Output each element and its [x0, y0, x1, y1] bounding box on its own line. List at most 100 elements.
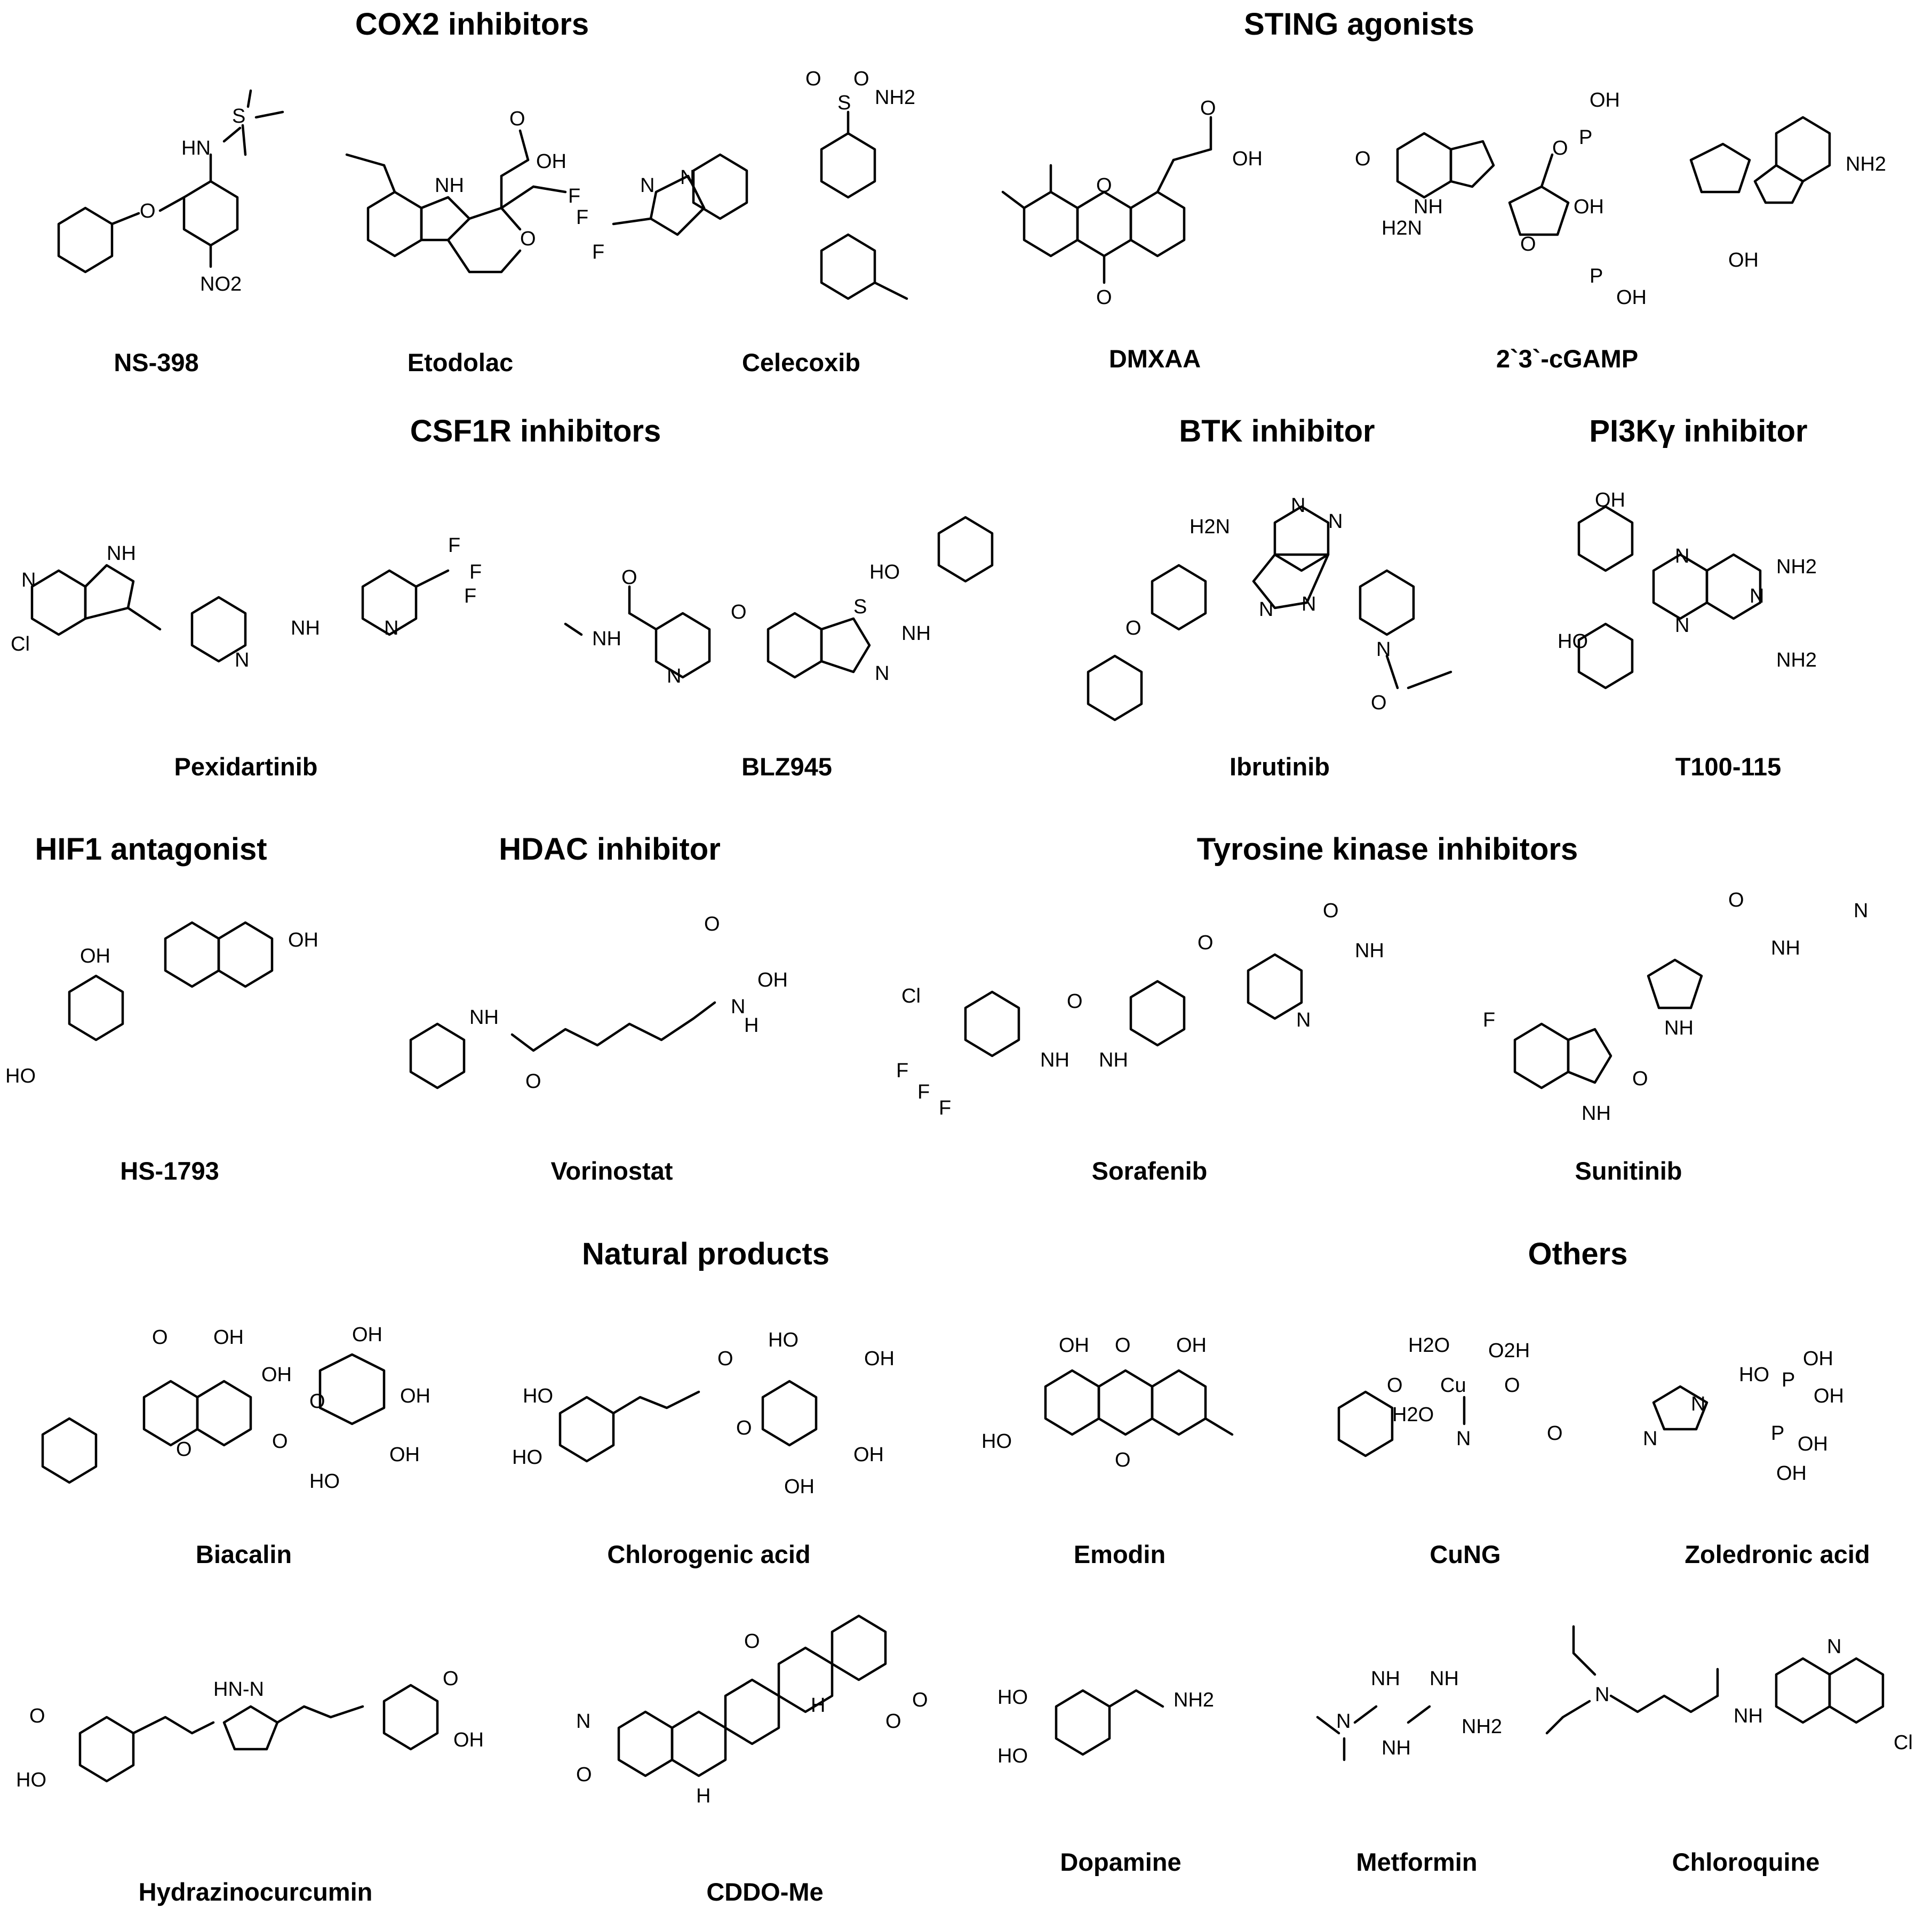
- label-hs1793: HS-1793: [120, 1157, 219, 1185]
- svg-text:O: O: [140, 200, 156, 222]
- svg-text:O: O: [1197, 932, 1214, 954]
- label-pexidartinib: Pexidartinib: [174, 752, 318, 781]
- svg-text:H2N: H2N: [1382, 217, 1422, 239]
- svg-text:P: P: [1771, 1422, 1784, 1445]
- svg-text:O: O: [1728, 889, 1744, 911]
- svg-text:N: N: [1259, 598, 1273, 621]
- label-dopamine: Dopamine: [1060, 1848, 1181, 1876]
- svg-text:NH: NH: [901, 622, 931, 645]
- svg-text:N: N: [1750, 585, 1764, 607]
- svg-text:O: O: [525, 1070, 541, 1093]
- svg-text:F: F: [1483, 1009, 1495, 1031]
- svg-text:P: P: [1782, 1369, 1795, 1391]
- structure-etodolac: NH O OH O: [345, 108, 567, 274]
- svg-text:H: H: [696, 1785, 710, 1807]
- structure-cddo: N O O H H O O: [576, 1614, 928, 1807]
- svg-text:OH: OH: [261, 1364, 292, 1386]
- label-cung: CuNG: [1430, 1540, 1501, 1568]
- structure-biacalin: O O OH OH O O OH OH OH HO: [41, 1324, 430, 1493]
- svg-text:P: P: [1590, 265, 1603, 287]
- svg-text:N: N: [1827, 1636, 1841, 1658]
- svg-text:NH2: NH2: [1776, 649, 1817, 671]
- svg-text:O: O: [1096, 174, 1112, 197]
- svg-text:NH: NH: [435, 174, 464, 197]
- svg-text:F: F: [469, 561, 482, 583]
- svg-text:O: O: [1547, 1422, 1563, 1445]
- svg-text:NH: NH: [107, 542, 136, 565]
- structure-zoledronic: N N HO P OH OH P OH OH: [1643, 1348, 1844, 1485]
- svg-text:O: O: [509, 108, 525, 130]
- svg-text:NH: NH: [1771, 937, 1800, 959]
- label-vorinostat: Vorinostat: [550, 1157, 673, 1185]
- structure-t100: N N N NH2 NH2 OH HO: [1558, 489, 1817, 690]
- heading-tki: Tyrosine kinase inhibitors: [1196, 832, 1578, 867]
- svg-text:N: N: [1643, 1428, 1657, 1450]
- svg-text:O: O: [1504, 1374, 1520, 1397]
- heading-hif1: HIF1 antagonist: [35, 832, 267, 867]
- svg-text:O: O: [309, 1390, 325, 1413]
- svg-text:OH: OH: [288, 929, 318, 951]
- svg-text:N: N: [1456, 1428, 1471, 1450]
- svg-text:HO: HO: [523, 1385, 553, 1407]
- structure-emodin: OH O OH O HO: [981, 1334, 1234, 1471]
- heading-hdac: HDAC inhibitor: [499, 832, 721, 867]
- svg-text:Cu: Cu: [1440, 1374, 1466, 1397]
- svg-text:HO: HO: [997, 1745, 1028, 1767]
- svg-text:N: N: [667, 665, 681, 687]
- svg-text:O: O: [1200, 97, 1216, 119]
- svg-text:O: O: [152, 1326, 168, 1349]
- svg-text:Cl: Cl: [11, 633, 30, 655]
- svg-text:S: S: [837, 92, 851, 114]
- structure-dopamine: HO HO NH2: [997, 1686, 1214, 1767]
- svg-text:N: N: [21, 569, 36, 591]
- structure-dmxaa: O O O OH: [1001, 97, 1263, 309]
- label-cgamp: 2`3`-cGAMP: [1496, 344, 1639, 373]
- svg-text:F: F: [448, 534, 460, 557]
- svg-text:N: N: [640, 174, 654, 197]
- svg-text:S: S: [853, 596, 867, 618]
- structure-chlorogenic: HO HO O O HO OH OH OH: [512, 1329, 895, 1498]
- label-ibrutinib: Ibrutinib: [1230, 752, 1330, 781]
- svg-text:H: H: [811, 1694, 825, 1717]
- label-blz945: BLZ945: [741, 752, 832, 781]
- svg-text:OH: OH: [1176, 1334, 1207, 1357]
- svg-text:NH2: NH2: [1173, 1689, 1214, 1711]
- svg-text:NH2: NH2: [1776, 556, 1817, 578]
- structure-ibrutinib: N N H2N N N O N O: [1087, 494, 1452, 722]
- svg-text:OH: OH: [213, 1326, 244, 1349]
- svg-text:O: O: [1371, 692, 1387, 714]
- svg-text:OH: OH: [1776, 1462, 1807, 1485]
- svg-text:Cl: Cl: [901, 985, 921, 1007]
- structure-vorinostat: NH O O N H OH: [409, 913, 788, 1093]
- svg-text:H2O: H2O: [1408, 1334, 1450, 1357]
- svg-text:NH: NH: [1430, 1668, 1459, 1690]
- svg-text:OH: OH: [389, 1444, 420, 1466]
- svg-text:OH: OH: [1574, 196, 1604, 218]
- svg-text:N: N: [1302, 593, 1316, 615]
- svg-text:O: O: [853, 68, 869, 90]
- svg-text:OH: OH: [1814, 1385, 1844, 1407]
- svg-text:F: F: [896, 1060, 908, 1082]
- svg-text:O: O: [731, 601, 747, 623]
- svg-text:OH: OH: [1798, 1433, 1828, 1455]
- svg-text:OH: OH: [536, 150, 566, 173]
- svg-text:O: O: [736, 1417, 752, 1439]
- svg-text:O: O: [272, 1430, 288, 1453]
- svg-text:N: N: [1854, 900, 1868, 922]
- svg-text:O: O: [885, 1710, 901, 1733]
- label-ns398: NS-398: [114, 348, 199, 376]
- svg-text:O: O: [1552, 137, 1568, 159]
- label-t100: T100-115: [1675, 752, 1782, 781]
- svg-text:N: N: [384, 617, 398, 639]
- label-chloroquine: Chloroquine: [1672, 1848, 1820, 1876]
- svg-text:F: F: [568, 185, 580, 207]
- structure-hs1793: OH HO OH: [5, 921, 318, 1087]
- heading-others: Others: [1528, 1237, 1628, 1271]
- svg-text:N: N: [1675, 614, 1689, 637]
- label-dmxaa: DMXAA: [1108, 344, 1201, 373]
- svg-text:NO2: NO2: [200, 273, 242, 295]
- svg-text:O: O: [621, 566, 637, 589]
- svg-text:N: N: [1595, 1684, 1609, 1706]
